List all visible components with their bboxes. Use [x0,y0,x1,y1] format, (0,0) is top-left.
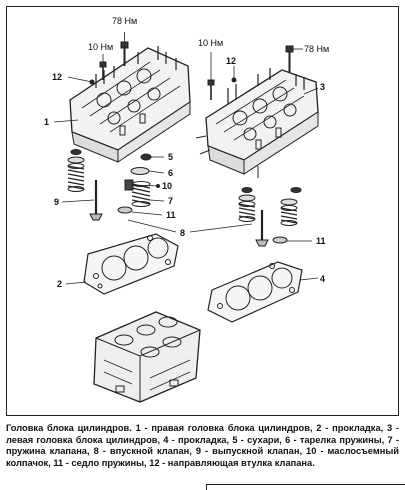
valve-assembly-left [67,149,103,221]
label-12-left: 12 [52,72,62,82]
label-11-left: 11 [166,210,176,220]
gasket-left [83,233,179,295]
label-7: 7 [168,196,173,206]
cylinder-head-diagram: 78 Нм 78 Нм 10 Нм 10 Нм 12 12 1 3 5 6 10… [44,16,329,403]
label-8: 8 [180,228,185,238]
label-11-right: 11 [316,236,326,246]
label-torque-left: 78 Нм [112,16,137,26]
label-10nm-left: 10 Нм [88,42,113,52]
right-cylinder-head [69,46,191,163]
figure-caption: Головка блока цилиндров. 1 - правая голо… [6,423,399,468]
label-3: 3 [320,82,325,92]
head-bolt-left [120,32,129,66]
stud-left [99,54,107,80]
label-10nm-right: 10 Нм [198,38,223,48]
next-frame-edge [206,484,405,490]
label-2: 2 [57,279,62,289]
valve-parts-center [117,153,165,216]
label-12-right: 12 [226,56,236,66]
label-9: 9 [54,197,59,207]
label-5: 5 [168,152,173,162]
label-1: 1 [44,117,49,127]
gasket-right [207,261,303,323]
valve-assembly-right [238,187,302,247]
engine-block [93,311,201,403]
label-4: 4 [320,274,325,284]
diagram-frame [6,6,399,416]
label-6: 6 [168,168,173,178]
head-bolt-right [285,45,303,72]
label-torque-right: 78 Нм [304,44,329,54]
label-10: 10 [162,181,172,191]
stud-right [207,52,215,100]
left-cylinder-head [195,68,319,178]
